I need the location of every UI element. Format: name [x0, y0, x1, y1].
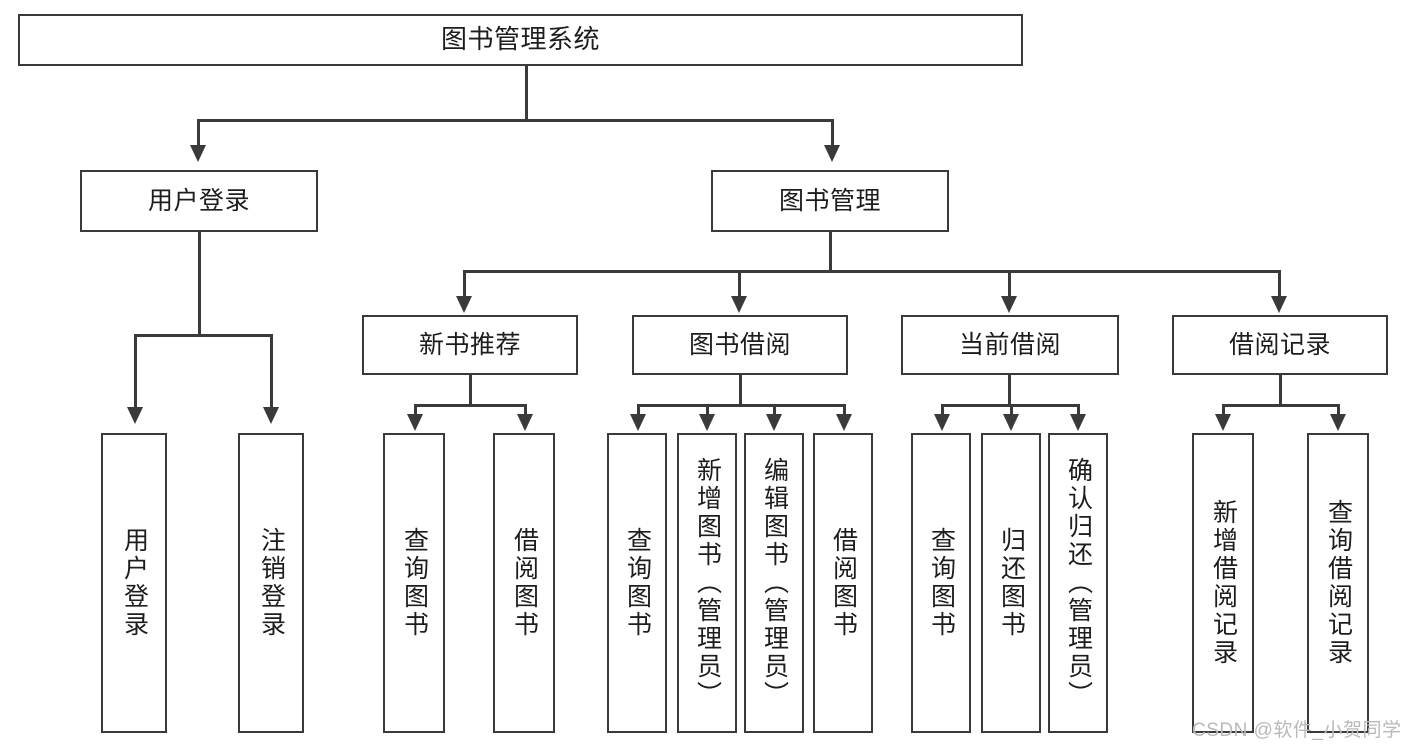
edge-drop-current-borrow [1008, 270, 1011, 298]
edge-drop-new-book [463, 270, 466, 298]
leaf-cb-return-book[interactable]: 归还图书 [981, 433, 1041, 733]
node-label: 新增借阅记录 [1209, 499, 1238, 667]
edge-drop-nb-borrow [524, 404, 527, 416]
node-label: 注销登录 [257, 527, 286, 639]
edge-new-book-stem [469, 375, 472, 406]
leaf-br-add-record[interactable]: 新增借阅记录 [1192, 433, 1254, 733]
node-label: 查询图书 [400, 527, 429, 639]
edge-user-login-stem [198, 232, 201, 336]
edge-current-borrow-stem [1008, 375, 1011, 406]
arrowhead-br-add [1215, 414, 1231, 431]
arrowhead-bb-edit [766, 414, 782, 431]
node-book-borrow[interactable]: 图书借阅 [632, 315, 848, 375]
edge-drop-book-manage [831, 119, 834, 147]
edge-book-borrow-stem [739, 375, 742, 406]
node-label: 当前借阅 [958, 330, 1061, 359]
edge-level3-bus [463, 270, 1281, 273]
edge-drop-bb-query [637, 404, 640, 416]
arrowhead-bb-add [699, 414, 715, 431]
node-label: 借阅图书 [829, 527, 858, 639]
edge-level2-bus [197, 119, 833, 122]
leaf-bb-add-book-admin[interactable]: 新增图书（管理员） [677, 433, 737, 733]
arrowhead-cb-return [1003, 414, 1019, 431]
arrowhead-current-borrow [1001, 296, 1017, 313]
arrowhead-bb-borrow [836, 414, 852, 431]
watermark-text: CSDN @软件_小贺同学 [1192, 720, 1402, 741]
node-label: 借阅图书 [510, 527, 539, 639]
arrowhead-cb-query [934, 414, 950, 431]
edge-drop-bb-edit [773, 404, 776, 416]
leaf-nb-query-book[interactable]: 查询图书 [383, 433, 445, 733]
leaf-cb-query-book[interactable]: 查询图书 [911, 433, 971, 733]
leaf-bb-borrow-book[interactable]: 借阅图书 [813, 433, 873, 733]
node-label: 查询借阅记录 [1324, 499, 1353, 667]
arrowhead-bb-query [630, 414, 646, 431]
edge-drop-nb-query [414, 404, 417, 416]
edge-new-book-bus [414, 404, 526, 407]
edge-borrow-records-bus [1222, 404, 1339, 407]
leaf-user-login[interactable]: 用户登录 [101, 433, 167, 733]
arrowhead-borrow-records [1271, 296, 1287, 313]
arrowhead-leaf-user-login [127, 407, 143, 424]
node-label: 用户登录 [120, 527, 149, 639]
node-label: 图书管理系统 [440, 24, 600, 55]
node-label: 用户登录 [147, 186, 250, 215]
edge-drop-bb-add [706, 404, 709, 416]
arrowhead-nb-borrow [517, 414, 533, 431]
node-label: 查询图书 [927, 527, 956, 639]
leaf-br-query-record[interactable]: 查询借阅记录 [1307, 433, 1369, 733]
edge-drop-book-borrow [738, 270, 741, 298]
leaf-cb-confirm-return-admin[interactable]: 确认归还（管理员） [1048, 433, 1108, 733]
leaf-bb-edit-book-admin[interactable]: 编辑图书（管理员） [744, 433, 804, 733]
node-new-book-recommend[interactable]: 新书推荐 [362, 315, 578, 375]
edge-user-login-bus [134, 334, 272, 337]
edge-drop-user-login [197, 119, 200, 147]
edge-borrow-records-stem [1279, 375, 1282, 406]
arrowhead-book-borrow [731, 296, 747, 313]
arrowhead-nb-query [407, 414, 423, 431]
leaf-logout[interactable]: 注销登录 [238, 433, 304, 733]
node-label: 图书管理 [778, 186, 881, 215]
edge-drop-br-add [1222, 404, 1225, 416]
node-label: 编辑图书（管理员） [760, 457, 789, 709]
node-book-manage[interactable]: 图书管理 [711, 170, 949, 232]
leaf-nb-borrow-book[interactable]: 借阅图书 [493, 433, 555, 733]
arrowhead-leaf-logout [263, 407, 279, 424]
arrowhead-cb-confirm [1070, 414, 1086, 431]
node-label: 图书借阅 [688, 330, 791, 359]
edge-drop-cb-return [1010, 404, 1013, 416]
arrowhead-user-login [190, 145, 206, 162]
node-label: 新书推荐 [418, 330, 521, 359]
edge-drop-borrow-records [1278, 270, 1281, 298]
node-label: 归还图书 [997, 527, 1026, 639]
edge-book-borrow-bus [637, 404, 845, 407]
arrowhead-book-manage [824, 145, 840, 162]
node-current-borrow[interactable]: 当前借阅 [901, 315, 1119, 375]
edge-drop-cb-query [941, 404, 944, 416]
node-borrow-records[interactable]: 借阅记录 [1172, 315, 1388, 375]
node-label: 查询图书 [623, 527, 652, 639]
node-label: 借阅记录 [1228, 330, 1331, 359]
edge-drop-br-query [1337, 404, 1340, 416]
node-label: 新增图书（管理员） [693, 457, 722, 709]
edge-drop-leaf-logout [270, 334, 273, 409]
edge-drop-cb-confirm [1077, 404, 1080, 416]
arrowhead-new-book [456, 296, 472, 313]
node-user-login[interactable]: 用户登录 [80, 170, 318, 232]
arrowhead-br-query [1330, 414, 1346, 431]
leaf-bb-query-book[interactable]: 查询图书 [607, 433, 667, 733]
node-label: 确认归还（管理员） [1064, 457, 1093, 709]
edge-root-stem [525, 66, 528, 120]
node-root-system[interactable]: 图书管理系统 [18, 14, 1023, 66]
edge-drop-leaf-user-login [134, 334, 137, 409]
edge-book-manage-stem [829, 232, 832, 272]
edge-drop-bb-borrow [843, 404, 846, 416]
